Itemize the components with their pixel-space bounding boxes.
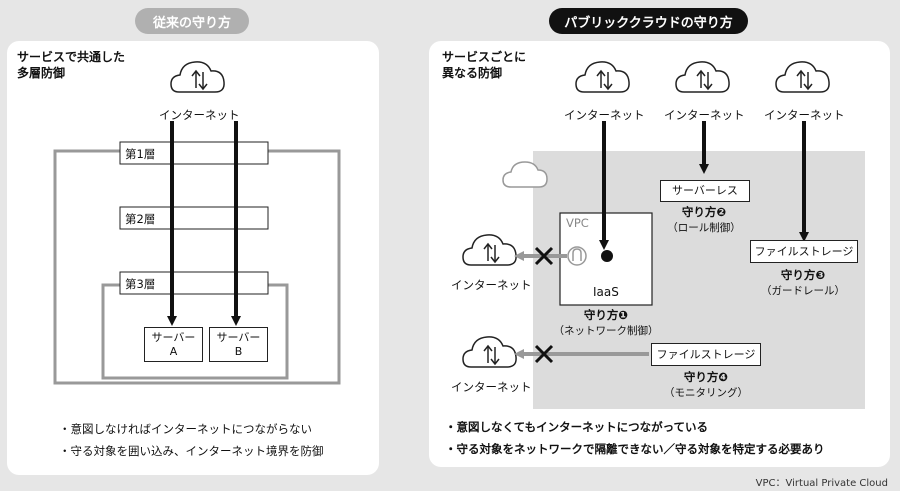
server-b-line2: B (234, 344, 243, 358)
iaas-label: IaaS (593, 285, 619, 299)
method-2: 守り方❷ （ロール制御） (644, 204, 764, 236)
right-panel: サービスごとに 異なる防御 (429, 41, 890, 467)
file-storage-box-3: ファイルストレージ (750, 240, 858, 263)
left-diagram (53, 61, 341, 385)
gateway-icon (567, 246, 587, 266)
server-b-box: サーバー B (209, 327, 268, 362)
block-x-icon (534, 344, 554, 364)
layer-3-label: 第3層 (125, 277, 156, 291)
right-diagram (462, 61, 865, 409)
server-b-line1: サーバー (216, 330, 261, 344)
cloud-icon (575, 61, 630, 93)
block-x-icon (534, 246, 554, 266)
internet-label-1: インターネット (564, 108, 645, 122)
right-subtitle: サービスごとに 異なる防御 (442, 49, 526, 81)
internet-label-5: インターネット (451, 380, 532, 394)
cloud-icon (675, 61, 730, 93)
small-cloud-icon (502, 161, 548, 188)
iaas-endpoint-dot (601, 250, 613, 262)
layer-3-bar (119, 271, 269, 295)
method-1-detail: （ネットワーク制御） (553, 325, 659, 337)
server-a-box: サーバー A (144, 327, 203, 362)
method-3-detail: （ガードレール） (761, 285, 845, 297)
method-1: 守り方❶ （ネットワーク制御） (546, 307, 666, 339)
method-4-detail: （モニタリング） (664, 387, 748, 399)
internet-label-3: インターネット (764, 108, 845, 122)
cloud-icon (170, 61, 225, 93)
server-a-line2: A (169, 344, 178, 358)
cloud-icon (775, 61, 830, 93)
file-storage-label-3: ファイルストレージ (754, 244, 854, 258)
left-subtitle: サービスで共通した 多層防御 (17, 49, 125, 81)
right-header-label: パブリッククラウドの守り方 (564, 15, 733, 31)
serverless-box: サーバーレス (660, 180, 750, 202)
file-storage-label-4: ファイルストレージ (656, 347, 756, 361)
method-4: 守り方❹ （モニタリング） (646, 369, 766, 401)
internet-label-4: インターネット (451, 278, 532, 292)
left-subtitle-line2: 多層防御 (17, 66, 66, 80)
method-4-title: 守り方❹ (683, 370, 729, 384)
method-1-title: 守り方❶ (583, 308, 629, 322)
method-3: 守り方❸ （ガードレール） (743, 267, 863, 299)
server-a-line1: サーバー (151, 330, 196, 344)
method-2-detail: （ロール制御） (667, 222, 741, 234)
right-subtitle-line1: サービスごとに (442, 50, 527, 64)
layer-1-label: 第1層 (125, 147, 156, 161)
left-subtitle-line1: サービスで共通した (17, 50, 126, 64)
right-bullet-2: ・守る対象をネットワークで隔離できない／守る対象を特定する必要あり (445, 442, 825, 456)
cloud-icon (462, 234, 517, 266)
left-panel: サービスで共通した 多層防御 インターネット 第1層 第2層 第3層 サ (7, 41, 379, 475)
right-subtitle-line2: 異なる防御 (442, 66, 503, 80)
vpc-label: VPC (566, 216, 589, 230)
left-bullet-2: ・守る対象を囲い込み、インターネット境界を防御 (59, 444, 324, 458)
layer-2-bar (119, 206, 269, 230)
method-2-title: 守り方❷ (681, 205, 727, 219)
method-3-title: 守り方❸ (780, 268, 826, 282)
left-internet-label: インターネット (159, 108, 240, 122)
serverless-label: サーバーレス (672, 184, 738, 197)
file-storage-box-4: ファイルストレージ (651, 343, 761, 366)
footnote: VPC：Virtual Private Cloud (755, 478, 888, 489)
layer-1-bar (119, 141, 269, 165)
right-header-pill: パブリッククラウドの守り方 (549, 8, 748, 34)
internet-label-2: インターネット (664, 108, 745, 122)
left-header-pill: 従来の守り方 (135, 8, 249, 34)
cloud-icon (462, 336, 517, 368)
left-bullet-1: ・意図しなければインターネットにつながらない (59, 422, 312, 436)
layer-2-label: 第2層 (125, 212, 156, 226)
right-bullet-1: ・意図しなくてもインターネットにつながっている (445, 420, 709, 434)
left-header-label: 従来の守り方 (152, 15, 231, 31)
